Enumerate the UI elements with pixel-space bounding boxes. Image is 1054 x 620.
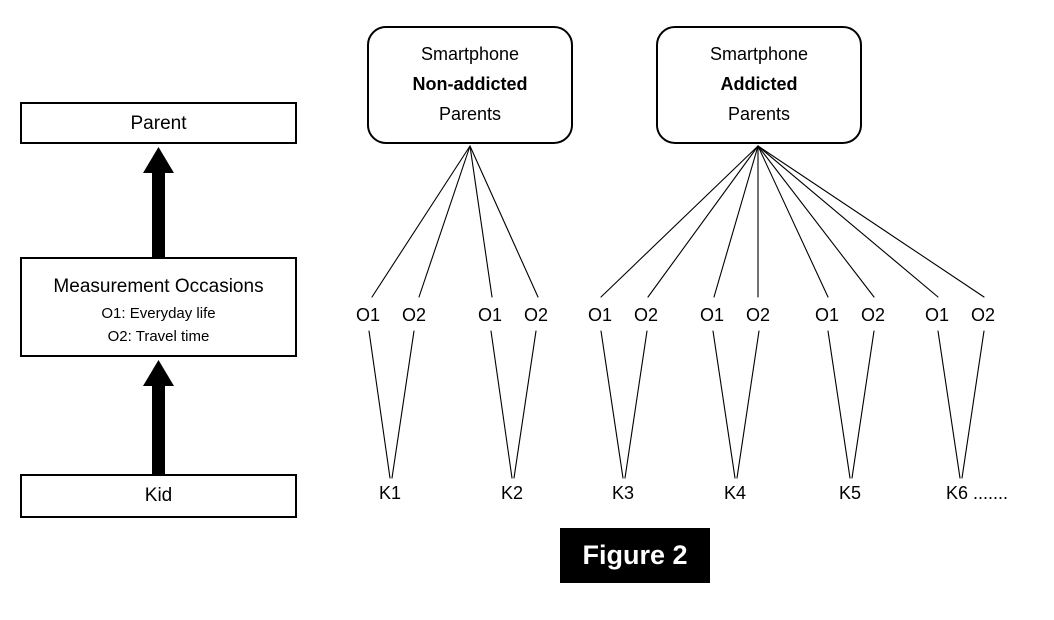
- link-k4-o1: [712, 330, 736, 479]
- figure-caption-label: Figure 2: [582, 540, 687, 570]
- link-k6-o2: [961, 330, 985, 479]
- legend-level-parent[interactable]: Parent: [20, 102, 297, 144]
- addicted-line-3: Parents: [728, 104, 790, 124]
- occasion-label-k4-o2[interactable]: O2: [746, 305, 770, 325]
- occasion-label-k3-o1[interactable]: O1: [588, 305, 612, 325]
- group-box-non-addicted[interactable]: Smartphone Non-addicted Parents: [367, 26, 573, 144]
- occasion-label-k2-o2[interactable]: O2: [524, 305, 548, 325]
- non-addicted-parents-box[interactable]: [367, 26, 573, 144]
- kid-box[interactable]: [20, 474, 297, 518]
- link-k1-o1: [368, 330, 391, 479]
- link-g2-o1b: [713, 145, 759, 298]
- link-g2-o1c: [757, 145, 829, 298]
- occasion-label-k2-o1[interactable]: O1: [478, 305, 502, 325]
- addicted-parents-box[interactable]: [656, 26, 862, 144]
- addicted-line-2: Addicted: [720, 74, 797, 94]
- occasion-labels: O1 O2 O1 O2 O1 O2 O1 O2 O1 O2 O1 O2: [356, 305, 995, 325]
- parent-box-label: Parent: [131, 113, 188, 134]
- occasion-label-k5-o2[interactable]: O2: [861, 305, 885, 325]
- occasion-label-k3-o2[interactable]: O2: [634, 305, 658, 325]
- link-g1-o2a: [418, 145, 471, 298]
- arrow-occasions-to-parent-icon: [143, 147, 174, 258]
- kid-label-k5[interactable]: K5: [839, 483, 861, 503]
- link-g2-o1a: [600, 145, 759, 298]
- link-g1-o1a: [371, 145, 471, 298]
- occasion-label-k5-o1[interactable]: O1: [815, 305, 839, 325]
- kid-label-k6[interactable]: K6 .......: [946, 483, 1008, 503]
- legend-panel: Parent Measurement Occasions O1: Everyda…: [20, 102, 297, 518]
- group-box-addicted[interactable]: Smartphone Addicted Parents: [656, 26, 862, 144]
- occasion-definition-o2: O2: Travel time: [108, 328, 210, 345]
- occasion-label-k1-o1[interactable]: O1: [356, 305, 380, 325]
- kid-label-k1[interactable]: K1: [379, 483, 401, 503]
- figure-caption-background: [560, 528, 710, 583]
- kid-labels: K1 K2 K3 K4 K5 K6 .......: [379, 483, 1008, 503]
- measurement-occasions-label: Measurement Occasions: [53, 276, 263, 297]
- link-k3-o1: [600, 330, 624, 479]
- link-k5-o2: [851, 330, 875, 479]
- legend-level-measurement-occasions[interactable]: Measurement Occasions O1: Everyday life …: [20, 257, 297, 357]
- measurement-occasions-box[interactable]: [20, 257, 297, 357]
- occasion-label-k1-o2[interactable]: O2: [402, 305, 426, 325]
- link-k3-o2: [624, 330, 648, 479]
- link-k4-o2: [736, 330, 760, 479]
- occasion-to-kid-links: [368, 330, 985, 479]
- arrow-kid-to-occasions-icon: [143, 360, 174, 475]
- link-k2-o2: [513, 330, 537, 479]
- link-g1-o1b: [469, 145, 493, 298]
- apex-to-occasion-links: [371, 145, 985, 298]
- kid-box-label: Kid: [145, 485, 172, 506]
- occasion-label-k6-o2[interactable]: O2: [971, 305, 995, 325]
- occasion-definition-o1: O1: Everyday life: [101, 305, 215, 322]
- non-addicted-line-1: Smartphone: [421, 44, 519, 64]
- link-g2-o2a: [647, 145, 759, 298]
- kid-label-k4[interactable]: K4: [724, 483, 746, 503]
- link-g2-o2d: [757, 145, 985, 298]
- parent-box[interactable]: [20, 102, 297, 144]
- legend-level-kid[interactable]: Kid: [20, 474, 297, 518]
- link-k6-o1: [937, 330, 961, 479]
- link-g2-o2c: [757, 145, 875, 298]
- occasion-label-k6-o1[interactable]: O1: [925, 305, 949, 325]
- link-k1-o2: [391, 330, 415, 479]
- non-addicted-line-2: Non-addicted: [413, 74, 528, 94]
- tree-panel: Smartphone Non-addicted Parents Smartpho…: [356, 26, 1008, 503]
- kid-label-k3[interactable]: K3: [612, 483, 634, 503]
- link-g2-o1d: [757, 145, 939, 298]
- link-k2-o1: [490, 330, 513, 479]
- link-g1-o2b: [469, 145, 539, 298]
- link-k5-o1: [827, 330, 851, 479]
- kid-label-k2[interactable]: K2: [501, 483, 523, 503]
- non-addicted-line-3: Parents: [439, 104, 501, 124]
- occasion-label-k4-o1[interactable]: O1: [700, 305, 724, 325]
- addicted-line-1: Smartphone: [710, 44, 808, 64]
- figure-caption: Figure 2: [560, 528, 710, 583]
